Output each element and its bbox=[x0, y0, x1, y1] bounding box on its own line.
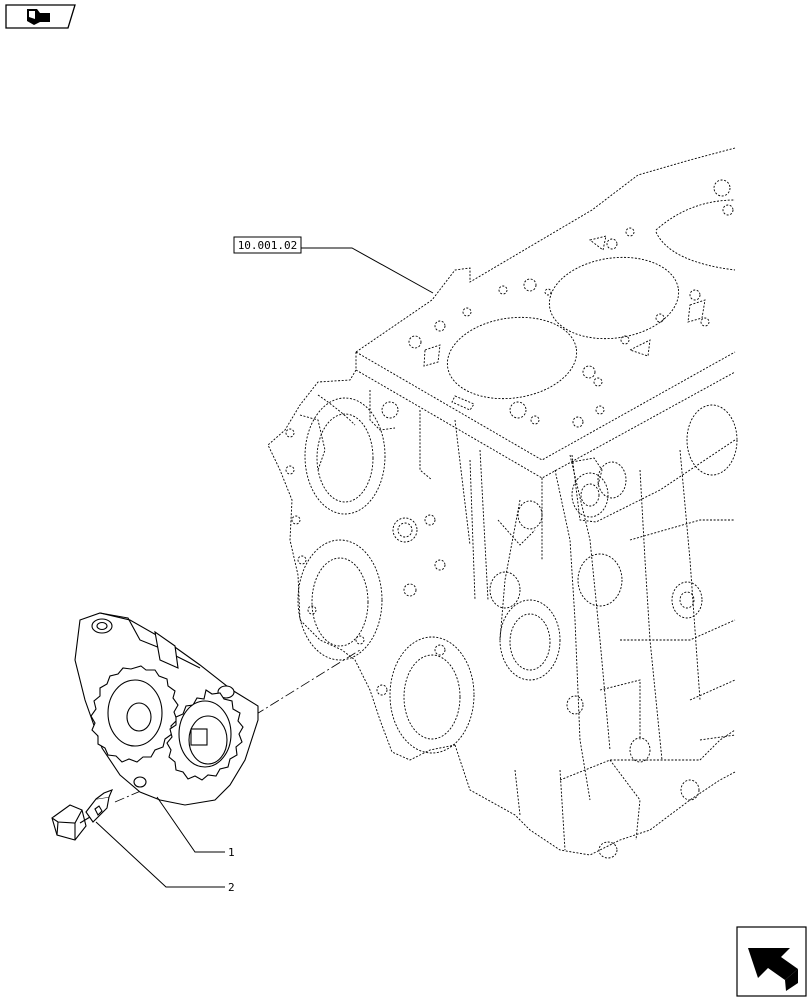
reference-box[interactable] bbox=[233, 236, 302, 254]
book-nav-icon[interactable] bbox=[5, 4, 76, 29]
callout-2-number: 2 bbox=[228, 881, 235, 894]
next-page-arrow-icon[interactable] bbox=[736, 926, 807, 997]
callout-1[interactable]: 1 bbox=[156, 796, 235, 859]
reference-leader-line bbox=[301, 247, 434, 294]
callout-2-leader-line bbox=[95, 821, 225, 888]
callout-1-leader-line bbox=[156, 796, 225, 853]
pump-axis-line bbox=[254, 649, 361, 716]
callout-2[interactable]: 2 bbox=[95, 821, 235, 894]
engine-block bbox=[267, 147, 738, 859]
oil-pump bbox=[74, 612, 259, 806]
callout-1-number: 1 bbox=[228, 846, 235, 859]
reference-code: 10.001.02 bbox=[238, 239, 298, 252]
bolt bbox=[51, 789, 114, 841]
reference-callout[interactable]: 10.001.02 bbox=[233, 236, 434, 294]
